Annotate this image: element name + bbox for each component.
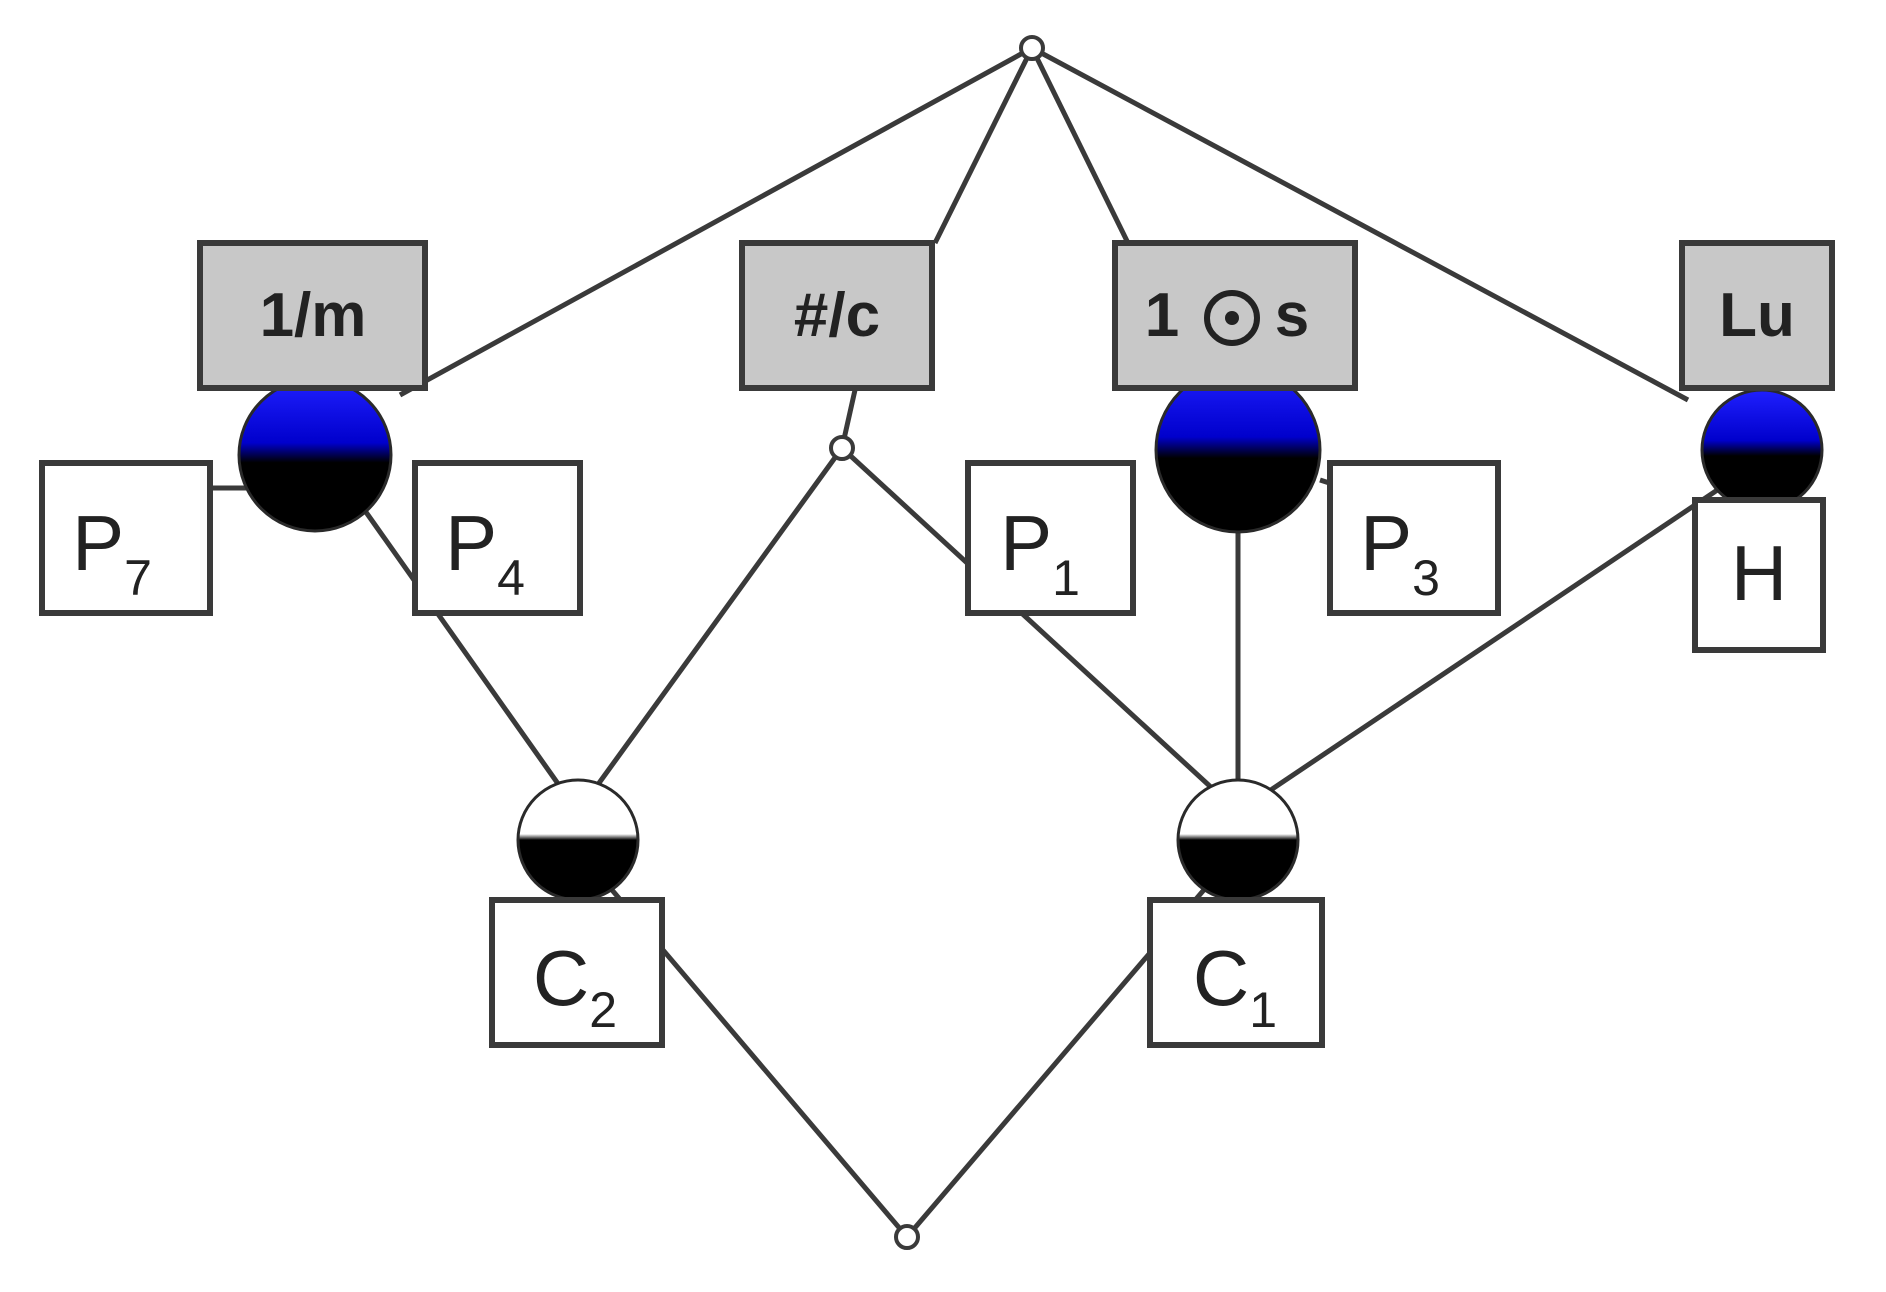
- attribute-label-lu: Lu: [1719, 281, 1795, 350]
- edge-top-hashc: [932, 46, 1035, 245]
- object-label-h: H: [1731, 529, 1787, 617]
- object-box-p4[interactable]: P4: [412, 460, 583, 616]
- attribute-label-1s-suffix: s: [1275, 281, 1309, 350]
- edge-mid-c1: [840, 446, 1240, 814]
- object-box-p7[interactable]: P7: [39, 460, 213, 616]
- edges: [210, 45, 1764, 1239]
- object-label-c1: C1: [1193, 934, 1277, 1038]
- object-label-p3: P3: [1360, 499, 1440, 606]
- node-c2[interactable]: [516, 778, 640, 902]
- object-box-c1[interactable]: C1: [1147, 897, 1325, 1048]
- node-1s[interactable]: [1154, 366, 1322, 534]
- attribute-box-lu[interactable]: Lu: [1679, 240, 1835, 391]
- edge-top-1m: [398, 45, 1034, 398]
- attribute-label-1s-prefix: 1: [1145, 281, 1179, 350]
- object-label-p7: P7: [72, 499, 152, 606]
- attribute-label-1m: 1/m: [260, 281, 367, 350]
- attribute-box-1s[interactable]: 1 s: [1112, 240, 1358, 391]
- object-box-p3[interactable]: P3: [1327, 460, 1501, 616]
- object-box-h[interactable]: H: [1692, 497, 1826, 653]
- top-node[interactable]: [1019, 35, 1045, 61]
- object-label-c2: C2: [533, 934, 617, 1038]
- attribute-box-1m[interactable]: 1/m: [197, 240, 428, 391]
- edge-lu-c1: [1236, 457, 1764, 815]
- object-label-p4: P4: [445, 499, 525, 606]
- edge-mid-c2: [575, 446, 845, 814]
- node-c1[interactable]: [1176, 778, 1300, 902]
- attribute-label-hashc: #/c: [794, 281, 880, 350]
- node-1m[interactable]: [237, 377, 393, 533]
- object-label-p1: P1: [1000, 499, 1080, 606]
- edge-top-1s: [1029, 46, 1131, 245]
- middle-node[interactable]: [829, 435, 855, 461]
- object-box-c2[interactable]: C2: [489, 897, 665, 1048]
- node-lu[interactable]: [1700, 388, 1824, 512]
- attribute-box-hashc[interactable]: #/c: [739, 240, 935, 391]
- bottom-node[interactable]: [894, 1224, 920, 1250]
- object-box-p1[interactable]: P1: [965, 460, 1136, 616]
- circled-dot-icon: [1204, 290, 1260, 346]
- edge-top-lu: [1030, 45, 1690, 403]
